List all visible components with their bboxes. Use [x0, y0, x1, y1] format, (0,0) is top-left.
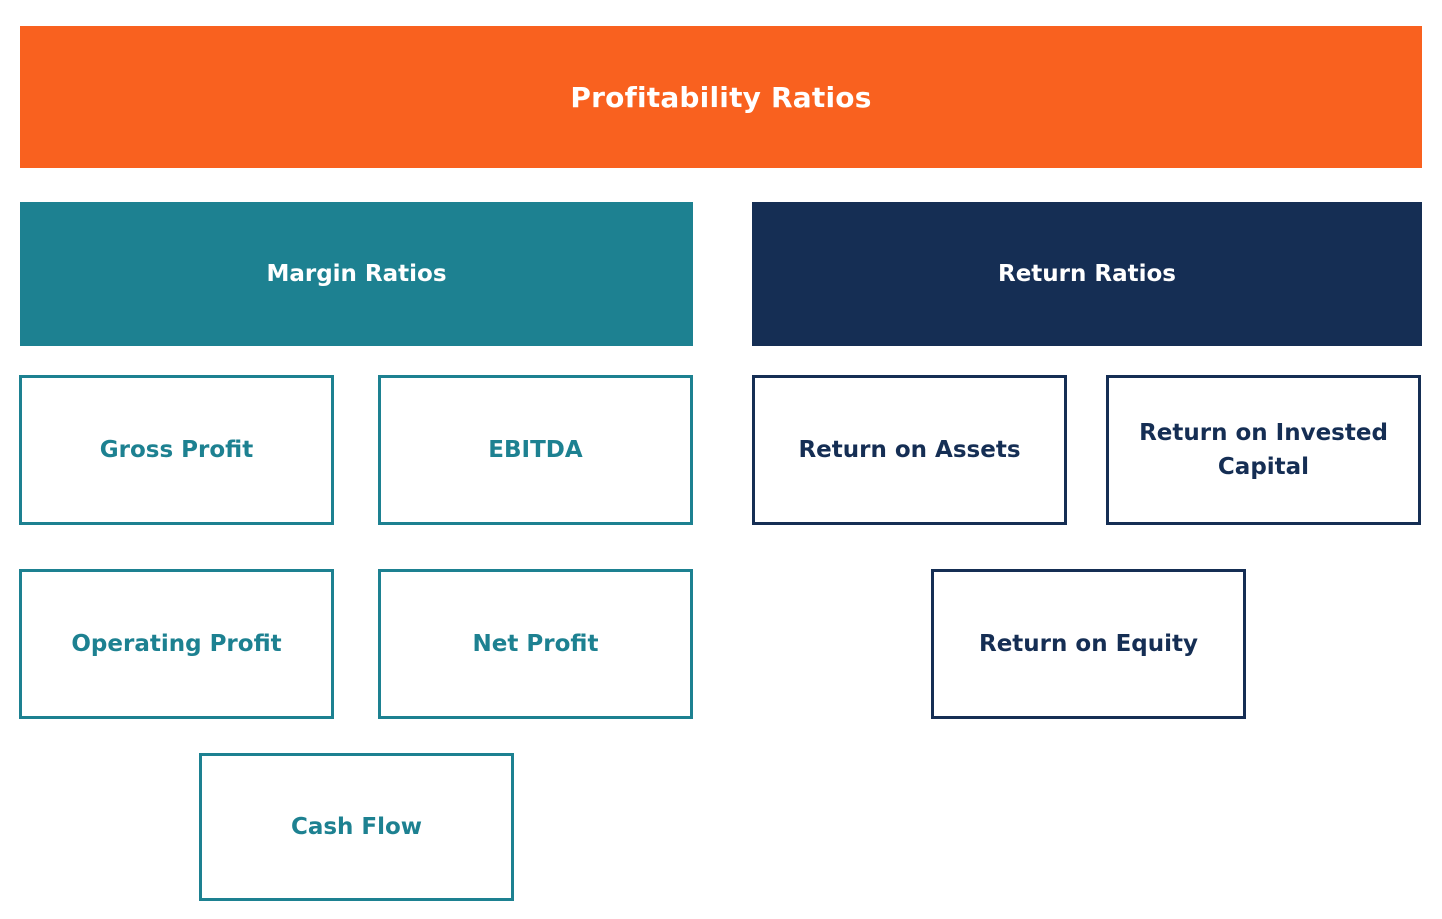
node-operating-profit: Operating Profit [19, 569, 334, 719]
branch-header-return-ratios-label: Return Ratios [997, 260, 1176, 287]
node-cash-flow: Cash Flow [199, 753, 514, 901]
branch-header-return-ratios: Return Ratios [752, 202, 1422, 346]
node-gross-profit: Gross Profit [19, 375, 334, 525]
node-return-on-equity-label: Return on Equity [978, 630, 1198, 657]
node-return-on-invested-capital: Return on Invested Capital [1106, 375, 1421, 525]
node-return-on-assets-label: Return on Assets [798, 436, 1021, 463]
node-operating-profit-label: Operating Profit [71, 630, 282, 657]
node-return-on-equity: Return on Equity [931, 569, 1246, 719]
node-return-on-assets: Return on Assets [752, 375, 1067, 525]
node-ebitda: EBITDA [378, 375, 693, 525]
node-net-profit: Net Profit [378, 569, 693, 719]
diagram-root-banner: Profitability Ratios [20, 26, 1422, 168]
branch-header-margin-ratios-label: Margin Ratios [266, 260, 447, 287]
branch-header-margin-ratios: Margin Ratios [20, 202, 693, 346]
node-ebitda-label: EBITDA [488, 436, 583, 463]
node-cash-flow-label: Cash Flow [290, 813, 423, 840]
node-net-profit-label: Net Profit [472, 630, 599, 657]
node-return-on-invested-capital-label: Return on Invested Capital [1139, 419, 1388, 481]
diagram-title: Profitability Ratios [570, 80, 872, 114]
node-gross-profit-label: Gross Profit [99, 436, 254, 463]
